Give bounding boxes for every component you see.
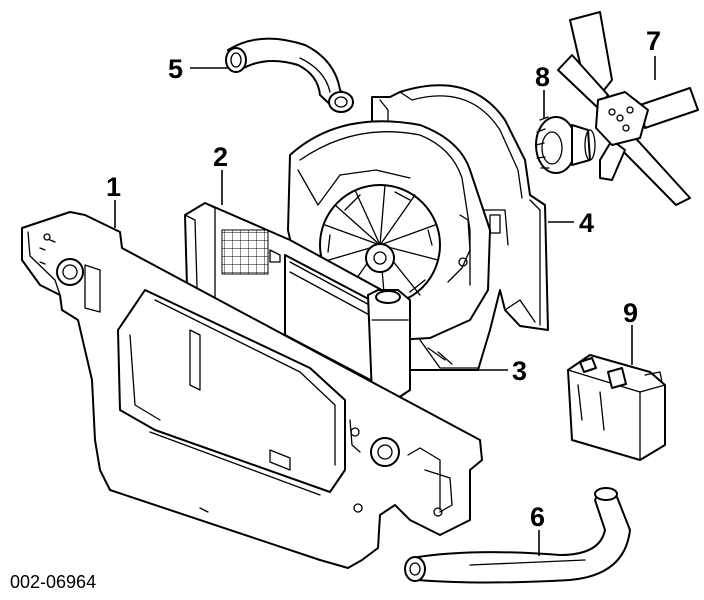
callout-2: 2 — [213, 142, 228, 172]
callout-1: 1 — [106, 172, 121, 202]
callout-8: 8 — [535, 62, 550, 92]
callout-3: 3 — [512, 356, 527, 386]
callout-leaders — [114, 56, 656, 556]
fan-clutch — [535, 116, 596, 174]
callout-9: 9 — [623, 298, 638, 328]
callout-7: 7 — [646, 26, 661, 56]
lower-hose — [404, 487, 631, 584]
callout-4: 4 — [579, 208, 594, 238]
callout-5: 5 — [168, 54, 183, 84]
fan-blade — [557, 11, 699, 206]
callout-labels: 1 2 3 4 5 6 7 8 9 — [106, 26, 661, 532]
upper-hose — [225, 37, 354, 113]
figure-code: 002-06964 — [10, 572, 96, 592]
coolant-reservoir — [567, 354, 666, 461]
callout-6: 6 — [530, 502, 545, 532]
radiator-support — [21, 211, 483, 569]
